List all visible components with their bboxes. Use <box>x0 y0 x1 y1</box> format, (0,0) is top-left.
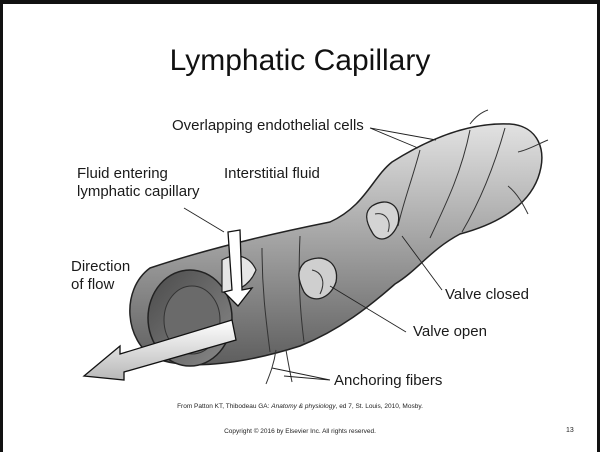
leader-line <box>272 368 330 380</box>
label-anchoring-fibers: Anchoring fibers <box>334 372 442 390</box>
anchoring-fiber <box>286 350 292 382</box>
label-fluid-entering-line1: Fluid entering <box>77 165 168 183</box>
anchoring-fiber <box>470 110 488 124</box>
label-valve-open: Valve open <box>413 323 487 341</box>
label-overlapping-endothelial-cells: Overlapping endothelial cells <box>172 117 364 135</box>
copyright-notice: Copyright © 2016 by Elsevier Inc. All ri… <box>0 428 600 435</box>
label-direction-of-flow-line2: of flow <box>71 276 114 294</box>
leader-line <box>184 208 224 232</box>
label-interstitial-fluid: Interstitial fluid <box>224 165 320 183</box>
source-citation: From Patton KT, Thibodeau GA: Anatomy & … <box>0 403 600 410</box>
label-valve-closed: Valve closed <box>445 286 529 304</box>
label-fluid-entering-line2: lymphatic capillary <box>77 183 200 201</box>
label-direction-of-flow-line1: Direction <box>71 258 130 276</box>
page-number: 13 <box>566 427 574 434</box>
